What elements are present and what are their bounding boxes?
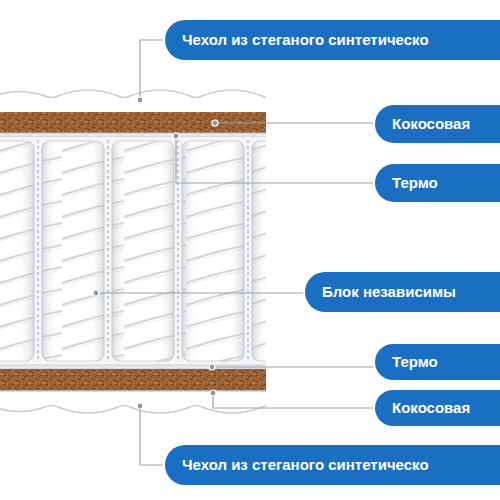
callout-pill: Блок независимы xyxy=(305,272,500,312)
callout-pill: Кокосовая xyxy=(375,390,500,426)
leader-dots xyxy=(93,97,218,409)
callout-label: Блок независимы xyxy=(322,283,456,301)
coconut-layer xyxy=(0,369,266,392)
callout-pill: Чехол из стеганого синтетическо xyxy=(165,20,500,60)
callout-pill: Термо xyxy=(375,344,500,380)
callout-label: Термо xyxy=(392,174,438,192)
callout-pill: Кокосовая xyxy=(375,105,500,143)
callout-label: Термо xyxy=(392,353,438,371)
pocket-springs xyxy=(0,141,266,361)
quilted-cover xyxy=(0,90,266,113)
mattress-section xyxy=(0,90,266,413)
stitch-lines xyxy=(38,140,248,362)
callout-label: Чехол из стеганого синтетическо xyxy=(182,31,429,49)
callout-label: Чехол из стеганого синтетическо xyxy=(182,456,429,474)
callout-pill: Чехол из стеганого синтетическо xyxy=(165,445,500,485)
spring-block xyxy=(0,137,266,365)
callout-label: Кокосовая xyxy=(392,399,470,417)
thermo-felt xyxy=(0,133,266,137)
leader-lines xyxy=(96,40,373,465)
callout-label: Кокосовая xyxy=(392,115,470,133)
callout-pill: Термо xyxy=(375,164,500,202)
quilted-cover xyxy=(0,391,266,413)
